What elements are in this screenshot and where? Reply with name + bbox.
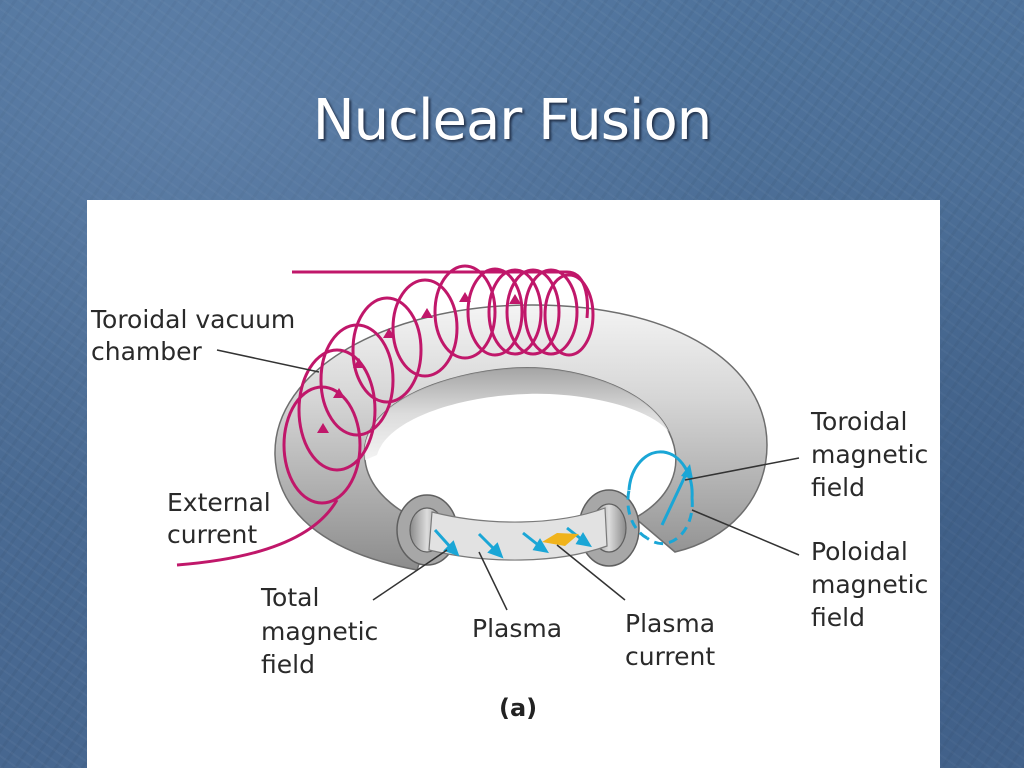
field-circle xyxy=(626,450,694,546)
label-line: magnetic xyxy=(811,570,928,599)
label-line: Total xyxy=(260,583,319,612)
label-line: field xyxy=(261,650,315,679)
label-toroidal-magnetic-field: Toroidal magnetic field xyxy=(810,407,936,502)
label-line: field xyxy=(811,473,865,502)
coil-arrows xyxy=(317,292,521,433)
tokamak-figure: Toroidal vacuum chamber External current… xyxy=(87,200,940,768)
label-line: magnetic xyxy=(261,617,378,646)
label-line: field xyxy=(811,603,865,632)
label-line: Toroidal xyxy=(810,407,907,436)
external-coil xyxy=(176,264,595,567)
plasma-field-arrows xyxy=(433,526,592,559)
slide-title: Nuclear Fusion xyxy=(312,88,712,153)
figure-caption: (a) xyxy=(499,694,537,722)
label-line: External xyxy=(167,488,271,517)
label-plasma-current: Plasma current xyxy=(625,609,723,671)
torus-body xyxy=(274,304,768,571)
label-toroidal-vacuum-chamber: Toroidal vacuum chamber xyxy=(90,305,303,366)
label-external-current: External current xyxy=(167,488,279,549)
label-line: current xyxy=(167,520,257,549)
plasma-current-mark xyxy=(542,533,579,546)
label-line: chamber xyxy=(91,337,203,366)
label-line: Toroidal vacuum xyxy=(90,305,295,334)
label-line: magnetic xyxy=(811,440,928,469)
label-poloidal-magnetic-field: Poloidal magnetic field xyxy=(811,537,936,632)
label-line: Plasma xyxy=(472,614,562,643)
label-line: current xyxy=(625,642,715,671)
label-total-magnetic-field: Total magnetic field xyxy=(260,583,386,679)
label-line: Plasma xyxy=(625,609,715,638)
label-plasma: Plasma xyxy=(472,614,562,643)
tokamak-diagram: Toroidal vacuum chamber External current… xyxy=(90,264,936,722)
leader-lines xyxy=(216,349,800,611)
field-arrow-head xyxy=(681,464,693,479)
label-line: Poloidal xyxy=(811,537,908,566)
